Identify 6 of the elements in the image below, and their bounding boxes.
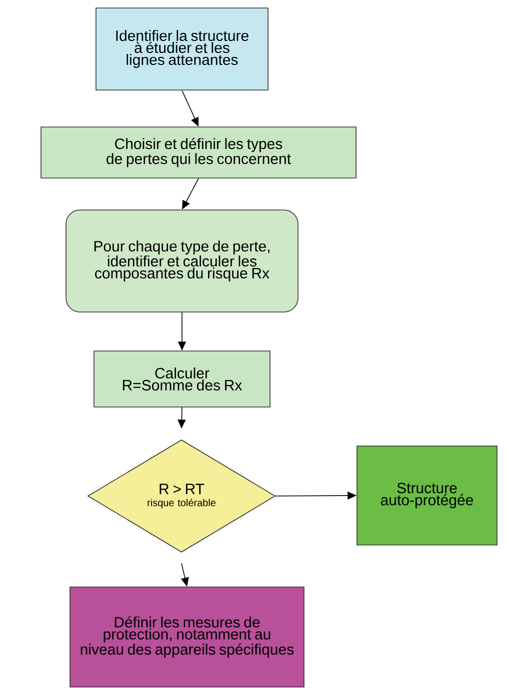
process-box: Identifier la structure à étudier et les lignes attenantes <box>96 8 268 90</box>
process-box: Calculer R=Somme des Rx <box>94 350 270 408</box>
process-box: Choisir et définir les types de pertes qui les concernent <box>40 126 356 178</box>
process-box: Pour chaque type de perte, identifier et calculer les composantes du risque Rx <box>66 210 298 312</box>
action-box: Définir les mesures de protection, notamment au niveau des appareils spécifiques <box>70 586 304 688</box>
result-box: Structure auto-protégée <box>356 446 498 546</box>
